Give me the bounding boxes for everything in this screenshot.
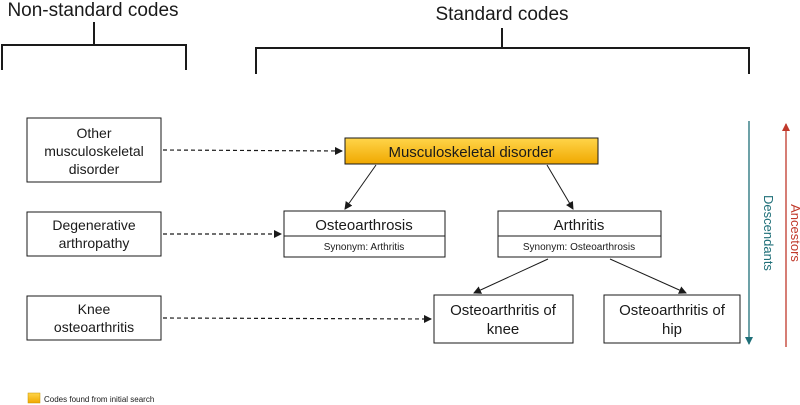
non-standard-codes-header: Non-standard codes — [7, 0, 178, 21]
standard-codes-header: Standard codes — [435, 4, 568, 25]
code-label: Musculoskeletal disorder — [388, 144, 553, 161]
code-label: Arthritis — [554, 217, 605, 234]
non-standard-code-other-musculoskeletal-disorder: Other musculoskeletal disorder — [26, 117, 162, 183]
ancestors-label: Ancestors — [788, 204, 800, 262]
mapping-arrow — [162, 146, 343, 155]
code-line: Knee — [78, 301, 111, 317]
code-line: musculoskeletal — [44, 143, 144, 159]
code-line: arthropathy — [59, 235, 130, 251]
mapping-arrow — [162, 314, 432, 323]
standard-code-musculoskeletal-disorder: Musculoskeletal disorder — [344, 137, 599, 165]
descendants-label: Descendants — [761, 195, 776, 271]
code-synonym: Synonym: Arthritis — [324, 242, 405, 253]
code-line: knee — [487, 321, 520, 338]
non-standard-code-knee-osteoarthritis: Knee osteoarthritis — [26, 295, 162, 341]
code-line: Osteoarthritis of — [619, 302, 726, 319]
code-line: hip — [662, 321, 682, 338]
code-line: osteoarthritis — [54, 319, 134, 335]
hierarchy-arrow — [546, 164, 574, 210]
standard-bracket — [255, 28, 750, 74]
standard-code-osteoarthritis-of-hip: Osteoarthritis of hip — [603, 294, 741, 344]
code-line: Osteoarthritis of — [450, 302, 557, 319]
standard-code-arthritis: Arthritis Synonym: Osteoarthrosis — [497, 210, 662, 258]
standard-code-osteoarthrosis: Osteoarthrosis Synonym: Arthritis — [283, 210, 446, 258]
legend-label: Codes found from initial search — [44, 395, 154, 404]
code-label: Osteoarthrosis — [315, 217, 413, 234]
hierarchy-arrow — [473, 258, 549, 294]
code-synonym: Synonym: Osteoarthrosis — [523, 242, 635, 253]
legend-swatch — [27, 392, 41, 404]
code-line: Degenerative — [52, 217, 135, 233]
non-standard-code-degenerative-arthropathy: Degenerative arthropathy — [26, 211, 162, 257]
hierarchy-arrow — [344, 164, 377, 210]
code-line: Other — [76, 125, 111, 141]
code-line: disorder — [69, 161, 120, 177]
non-standard-bracket — [1, 22, 187, 70]
hierarchy-arrow — [609, 258, 687, 294]
standard-code-osteoarthritis-of-knee: Osteoarthritis of knee — [433, 294, 574, 344]
